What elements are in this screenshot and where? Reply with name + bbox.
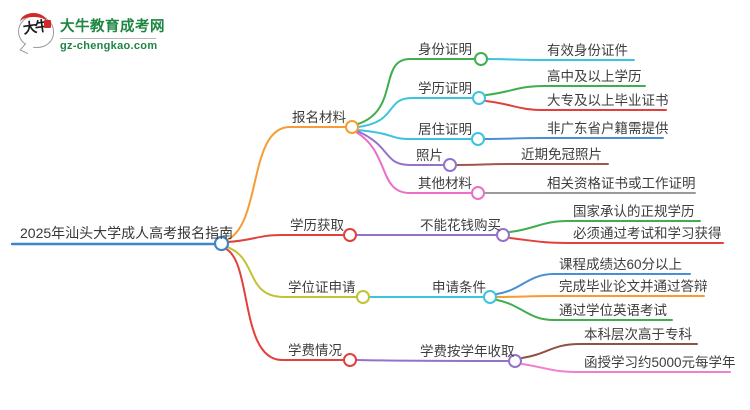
- junction-degree-application: [356, 290, 370, 304]
- branch-registration-materials: 报名材料: [292, 110, 346, 125]
- junction-residence-proof: [471, 132, 485, 146]
- junction-diploma-acquisition: [343, 228, 357, 242]
- wire-tuition: [225, 248, 344, 361]
- leaf-non-guangdong: 非广东省户籍需提供: [547, 121, 669, 136]
- wire-thesis-defense: [496, 295, 705, 298]
- leaf-college-diploma: 大专及以上毕业证书: [547, 93, 669, 108]
- wire-high-school: [485, 85, 646, 96]
- wire-photo: [356, 130, 444, 166]
- junction-tuition: [343, 353, 357, 367]
- wire-english-exam: [496, 299, 673, 321]
- junction-registration-materials: [345, 120, 359, 134]
- junction-education-proof: [472, 91, 486, 105]
- leaf-recent-photo: 近期免冠照片: [521, 147, 602, 162]
- wire-state-recognized: [509, 220, 701, 233]
- logo-red-arc: [20, 13, 47, 32]
- leaf-thesis-defense: 完成毕业论文并通过答辩: [559, 279, 708, 294]
- junction-tuition-by-year: [508, 354, 522, 368]
- logo-subtitle: gz-chengkao.com: [60, 40, 158, 52]
- wire-other-materials: [355, 131, 472, 194]
- leaf-high-school-or-above: 高中及以上学历: [547, 69, 642, 84]
- wire-college-diploma: [485, 100, 667, 111]
- wire-undergrad-higher: [521, 343, 698, 359]
- junction-photo: [443, 158, 457, 172]
- logo-seal-icon: [44, 20, 51, 28]
- wire-valid-id: [487, 58, 635, 61]
- node-application-conditions: 申请条件: [432, 280, 486, 295]
- wire-course-score: [496, 273, 691, 295]
- wire-education-proof: [357, 97, 473, 128]
- junction-other-materials: [471, 186, 485, 200]
- leaf-certificates: 相关资格证书或工作证明: [547, 176, 696, 191]
- leaf-state-recognized: 国家承认的正规学历: [573, 204, 695, 219]
- wire-diploma-acquisition: [227, 234, 344, 243]
- node-other-materials: 其他材料: [418, 176, 472, 191]
- root-junction-dot: [213, 235, 230, 252]
- node-education-proof: 学历证明: [418, 81, 472, 96]
- wire-exam-required: [509, 237, 724, 244]
- wire-correspondence-cost: [521, 363, 731, 373]
- leaf-valid-id: 有效身份证件: [547, 43, 628, 58]
- junction-identity-proof: [474, 52, 488, 66]
- wire-residence-proof: [357, 129, 472, 140]
- leaf-correspondence-cost: 函授学习约5000元每学年: [584, 355, 736, 370]
- wire-recent-photo: [456, 163, 609, 166]
- root-node: 2025年汕头大学成人高考报名指南: [20, 225, 234, 241]
- branch-diploma-acquisition: 学历获取: [290, 218, 344, 233]
- logo-divider: [60, 38, 156, 39]
- wire-tuition-by-year: [356, 359, 509, 362]
- node-photo: 照片: [416, 148, 443, 163]
- node-identity-proof: 身份证明: [418, 42, 472, 57]
- leaf-undergrad-higher: 本科层次高于专科: [584, 327, 692, 342]
- speech-bubble-icon: 大牛: [18, 13, 54, 54]
- node-cannot-buy: 不能花钱购买: [420, 218, 501, 233]
- junction-application-conditions: [483, 290, 497, 304]
- wire-non-guangdong: [484, 137, 664, 140]
- node-tuition-by-year: 学费按学年收取: [420, 344, 515, 359]
- wire-registration-materials: [226, 126, 346, 241]
- branch-degree-application: 学位证申请: [288, 280, 356, 295]
- wire-degree-application: [226, 246, 357, 298]
- leaf-course-score: 课程成绩达60分以上: [559, 257, 683, 272]
- leaf-exam-required: 必须通过考试和学习获得: [573, 226, 722, 241]
- leaf-english-exam: 通过学位英语考试: [559, 303, 667, 318]
- branch-tuition: 学费情况: [288, 343, 342, 358]
- junction-cannot-buy: [496, 228, 510, 242]
- node-residence-proof: 居住证明: [418, 122, 472, 137]
- wire-identity-proof: [357, 58, 475, 125]
- site-logo: 大牛 大牛教育成考网 gz-chengkao.com: [18, 13, 165, 54]
- logo-title: 大牛教育成考网: [60, 19, 165, 35]
